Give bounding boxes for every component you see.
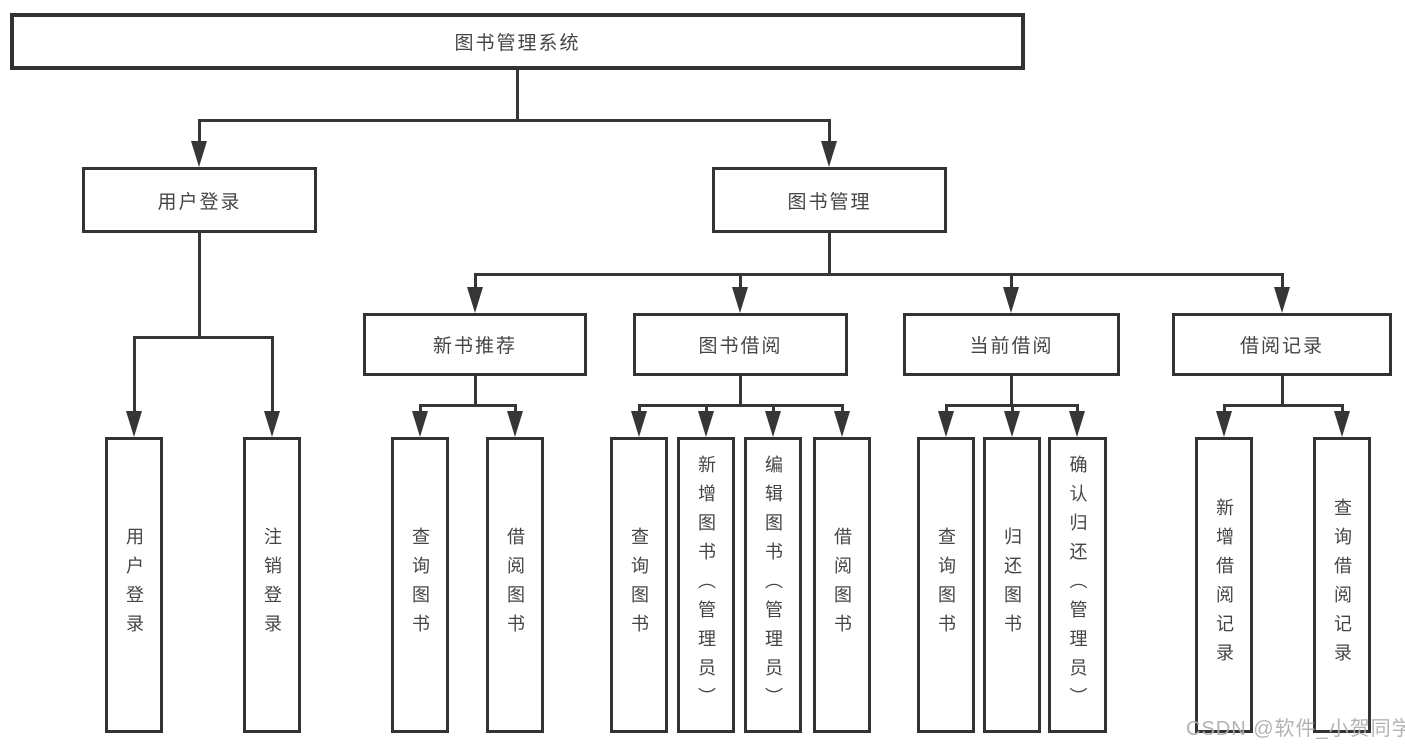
leaf-borrowing-borrow-books: 借阅图书 (813, 437, 871, 733)
arrow-down-icon (1069, 411, 1085, 437)
leaf-user-login: 用户登录 (105, 437, 163, 733)
arrow-down-icon (821, 141, 837, 167)
connector (473, 273, 477, 293)
leaf-newbooks-borrow-books: 借阅图书 (486, 437, 544, 733)
arrow-down-icon (938, 411, 954, 437)
connector (418, 404, 517, 407)
leaf-current-return-books: 归还图书 (983, 437, 1041, 733)
node-label: 新增借阅记录 (1214, 498, 1234, 672)
connector (197, 119, 201, 147)
connector (1009, 273, 1013, 293)
connector (1009, 376, 1013, 407)
leaf-borrowing-add-books-admin: 新增图书（管理员） (677, 437, 735, 733)
node-label: 查询图书 (410, 527, 430, 643)
arrow-down-icon (1216, 411, 1232, 437)
node-label: 图书管理系统 (454, 33, 581, 54)
leaf-logout: 注销登录 (243, 437, 301, 733)
arrow-down-icon (264, 411, 280, 437)
connector (473, 376, 477, 407)
leaf-records-query-borrow-record: 查询借阅记录 (1313, 437, 1371, 733)
node-label: 查询借阅记录 (1332, 498, 1352, 672)
node-label: 注销登录 (262, 527, 282, 643)
leaf-borrowing-edit-books-admin: 编辑图书（管理员） (744, 437, 802, 733)
node-new-book-recommendation: 新书推荐 (363, 313, 587, 376)
node-label: 查询图书 (629, 527, 649, 643)
leaf-newbooks-query-books: 查询图书 (391, 437, 449, 733)
arrow-down-icon (412, 411, 428, 437)
leaf-borrowing-query-books: 查询图书 (610, 437, 668, 733)
connector (515, 70, 519, 119)
arrow-down-icon (191, 141, 207, 167)
connector (270, 336, 274, 416)
arrow-down-icon (467, 287, 483, 313)
node-label: 图书管理 (787, 191, 872, 213)
arrow-down-icon (765, 411, 781, 437)
arrow-down-icon (698, 411, 714, 437)
node-label: 查询图书 (936, 527, 956, 643)
node-user-login: 用户登录 (82, 167, 317, 233)
arrow-down-icon (834, 411, 850, 437)
connector (197, 119, 831, 122)
connector (132, 336, 136, 416)
arrow-down-icon (126, 411, 142, 437)
node-label: 用户登录 (124, 527, 144, 643)
connector (1280, 273, 1284, 293)
node-label: 借阅记录 (1239, 336, 1324, 357)
connector (738, 273, 742, 293)
connector (827, 119, 831, 147)
leaf-current-confirm-return-admin: 确认归还（管理员） (1048, 437, 1107, 733)
node-label: 新增图书（管理员） (696, 454, 716, 716)
node-label: 用户登录 (157, 191, 242, 213)
node-label: 确认归还（管理员） (1067, 454, 1088, 716)
arrow-down-icon (631, 411, 647, 437)
connector (197, 233, 201, 339)
connector (132, 336, 274, 339)
connector (827, 233, 831, 276)
arrow-down-icon (1274, 287, 1290, 313)
node-label: 借阅图书 (505, 527, 525, 643)
node-book-borrowing: 图书借阅 (633, 313, 848, 376)
arrow-down-icon (1003, 287, 1019, 313)
leaf-current-query-books: 查询图书 (917, 437, 975, 733)
leaf-records-add-borrow-record: 新增借阅记录 (1195, 437, 1253, 733)
node-book-management: 图书管理 (712, 167, 947, 233)
connector (637, 404, 844, 407)
arrow-down-icon (1334, 411, 1350, 437)
node-label: 归还图书 (1002, 527, 1022, 643)
node-borrowing-records: 借阅记录 (1172, 313, 1392, 376)
arrow-down-icon (507, 411, 523, 437)
connector (1222, 404, 1344, 407)
connector (473, 273, 1284, 276)
node-label: 当前借阅 (969, 336, 1054, 357)
arrow-down-icon (732, 287, 748, 313)
node-library-management-system: 图书管理系统 (10, 13, 1025, 70)
connector (739, 376, 742, 407)
node-label: 借阅图书 (832, 527, 852, 643)
node-label: 图书借阅 (698, 336, 783, 357)
connector (1280, 376, 1284, 407)
node-current-borrowing: 当前借阅 (903, 313, 1120, 376)
node-label: 新书推荐 (432, 336, 517, 357)
node-label: 编辑图书（管理员） (763, 454, 783, 716)
arrow-down-icon (1004, 411, 1020, 437)
watermark: CSDN @软件_小贺同学 (1186, 718, 1405, 740)
